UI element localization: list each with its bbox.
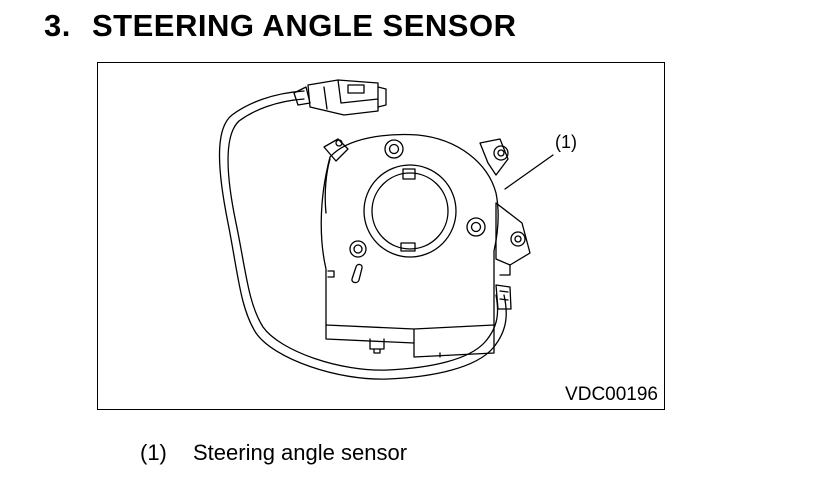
face-slot	[351, 263, 363, 284]
connector-body	[307, 79, 379, 116]
harness-cable-outer	[218, 90, 507, 380]
connector-clip	[293, 86, 311, 106]
harness-cable-inner	[227, 98, 499, 371]
legend-item-text: Steering angle sensor	[193, 440, 408, 465]
steering-angle-sensor-illustration	[218, 79, 554, 380]
housing-bottom-clip	[369, 338, 385, 350]
harness-lower-connector	[495, 284, 512, 310]
section-title: 3. STEERING ANGLE SENSOR	[44, 8, 516, 44]
bore-key-top	[402, 168, 416, 180]
mounting-tab-top-right	[479, 138, 509, 176]
section-title-text: STEERING ANGLE SENSOR	[92, 8, 517, 43]
face-hole-left	[349, 240, 367, 258]
mounting-tab-right	[495, 202, 531, 266]
figure-code: VDC00196	[565, 384, 658, 405]
face-hole-right	[466, 217, 486, 237]
sensor-housing-outline	[320, 133, 499, 358]
callout-leader-line	[504, 154, 554, 190]
callout-label: (1)	[555, 132, 577, 152]
legend-item-number: (1)	[140, 440, 167, 465]
face-hole-top	[384, 139, 404, 159]
figure-frame: (1) VDC00196	[97, 62, 665, 410]
section-number: 3.	[44, 8, 71, 43]
legend-item: (1) Steering angle sensor	[140, 440, 407, 466]
mounting-tab-top-left	[323, 138, 349, 162]
sensor-center-bore	[363, 164, 457, 258]
bore-key-bottom	[400, 242, 416, 252]
